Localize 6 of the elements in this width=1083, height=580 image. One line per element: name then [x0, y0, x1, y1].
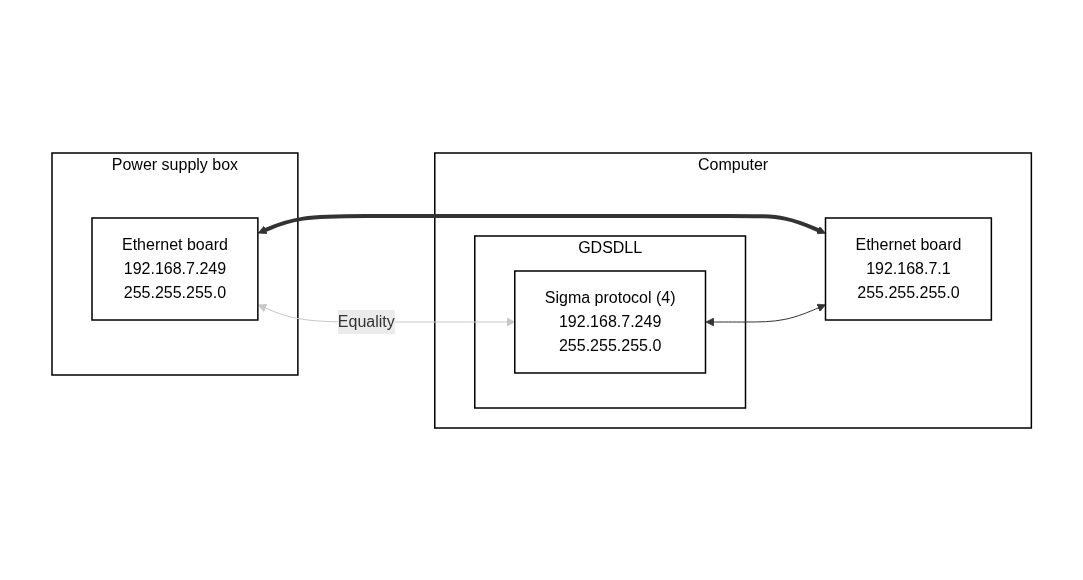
- node-box: Ethernet board 192.168.7.249 255.255.255.0: [91, 216, 259, 321]
- arrow: [705, 303, 826, 326]
- node-box: Sigma protocol (4) 192.168.7.249 255.255.255.0: [513, 269, 707, 374]
- edge-label: Equality: [337, 312, 395, 330]
- node-box: Ethernet board 192.168.7.1 255.255.255.0: [824, 216, 992, 321]
- arrow: [257, 213, 826, 234]
